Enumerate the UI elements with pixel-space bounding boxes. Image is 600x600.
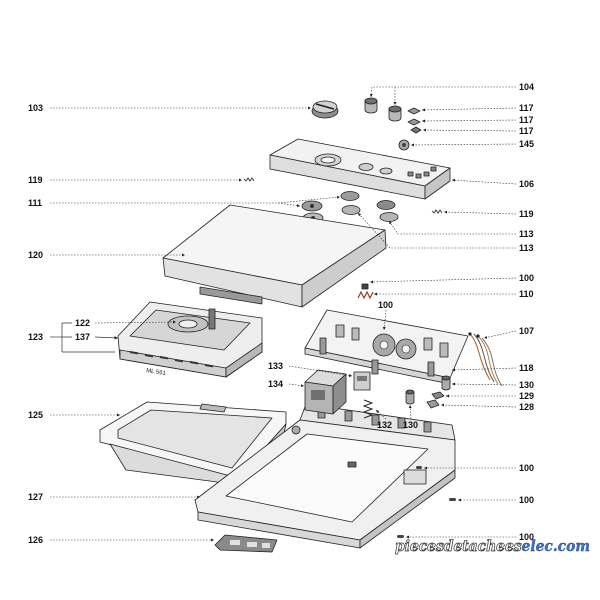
part-119-spring-right bbox=[431, 209, 443, 214]
part-125-basin bbox=[99, 401, 287, 486]
callouts-right: 104 117 117 117 145 106 119 113 113 100 … bbox=[519, 82, 534, 542]
part-127-base-frame bbox=[194, 403, 456, 549]
callout-110: 110 bbox=[519, 289, 534, 299]
callout-117: 117 bbox=[519, 115, 534, 125]
callout-100: 100 bbox=[378, 300, 393, 310]
part-129-clip bbox=[431, 391, 445, 400]
callout-113: 113 bbox=[519, 243, 534, 253]
callout-104: 104 bbox=[519, 82, 534, 92]
part-106-control-panel bbox=[269, 138, 451, 200]
callout-103: 103 bbox=[28, 103, 43, 113]
part-100-screws bbox=[397, 466, 456, 538]
callout-125: 125 bbox=[28, 410, 43, 420]
watermark-logo: piecesdetacheeselec.com bbox=[395, 537, 590, 555]
callout-117: 117 bbox=[519, 126, 534, 136]
callout-145: 145 bbox=[519, 139, 534, 149]
part-107-wiring-harness bbox=[468, 332, 503, 387]
callout-122: 122 bbox=[75, 318, 90, 328]
part-117-caps bbox=[407, 107, 422, 134]
callout-120: 120 bbox=[28, 250, 43, 260]
part-120-lid bbox=[162, 204, 387, 308]
part-134-actuator bbox=[304, 369, 347, 415]
callout-117: 117 bbox=[519, 103, 534, 113]
callout-128: 128 bbox=[519, 402, 534, 412]
part-126-cover bbox=[214, 534, 278, 553]
callout-127: 127 bbox=[28, 492, 43, 502]
callout-107: 107 bbox=[519, 326, 534, 336]
callout-100: 100 bbox=[519, 532, 534, 542]
part-128-clip bbox=[426, 399, 440, 409]
callout-118: 118 bbox=[519, 363, 534, 373]
callout-137: 137 bbox=[75, 332, 90, 342]
callout-132: 132 bbox=[377, 420, 392, 430]
part-123-dispenser-assembly: ML 561 bbox=[117, 301, 263, 378]
callout-129: 129 bbox=[519, 391, 534, 401]
part-130-plunger bbox=[405, 375, 451, 405]
part-133-component bbox=[353, 371, 371, 391]
part-113-knobs bbox=[340, 191, 399, 222]
part-103-selector-knob bbox=[311, 100, 339, 119]
callout-100: 100 bbox=[519, 463, 534, 473]
watermark-suffix: elec.com bbox=[522, 537, 590, 555]
part-marking-text: ML 561 bbox=[146, 368, 167, 377]
part-132-spring bbox=[362, 399, 374, 419]
callouts-left: 103 119 111 120 122 123 137 125 127 126 bbox=[28, 103, 90, 545]
callout-111: 111 bbox=[28, 198, 42, 208]
callout-130: 130 bbox=[519, 380, 534, 390]
part-145-lens bbox=[398, 139, 410, 151]
part-104-buttons bbox=[364, 97, 402, 122]
leader-lines bbox=[50, 86, 517, 542]
callout-119: 119 bbox=[28, 175, 43, 185]
watermark-prefix: piecesdetachees bbox=[395, 537, 522, 555]
part-110-spring bbox=[357, 283, 374, 300]
callout-123: 123 bbox=[28, 332, 43, 342]
callout-100: 100 bbox=[519, 273, 534, 283]
callout-130: 130 bbox=[403, 420, 418, 430]
callout-133: 133 bbox=[268, 361, 283, 371]
callout-113: 113 bbox=[519, 229, 534, 239]
part-118-control-board bbox=[304, 309, 469, 385]
callout-106: 106 bbox=[519, 179, 534, 189]
callout-119: 119 bbox=[519, 209, 534, 219]
callouts-inner: 100 133 134 132 130 bbox=[268, 300, 418, 430]
callout-134: 134 bbox=[268, 379, 283, 389]
callout-126: 126 bbox=[28, 535, 43, 545]
part-119-spring-left bbox=[243, 177, 255, 182]
callout-100: 100 bbox=[519, 495, 534, 505]
